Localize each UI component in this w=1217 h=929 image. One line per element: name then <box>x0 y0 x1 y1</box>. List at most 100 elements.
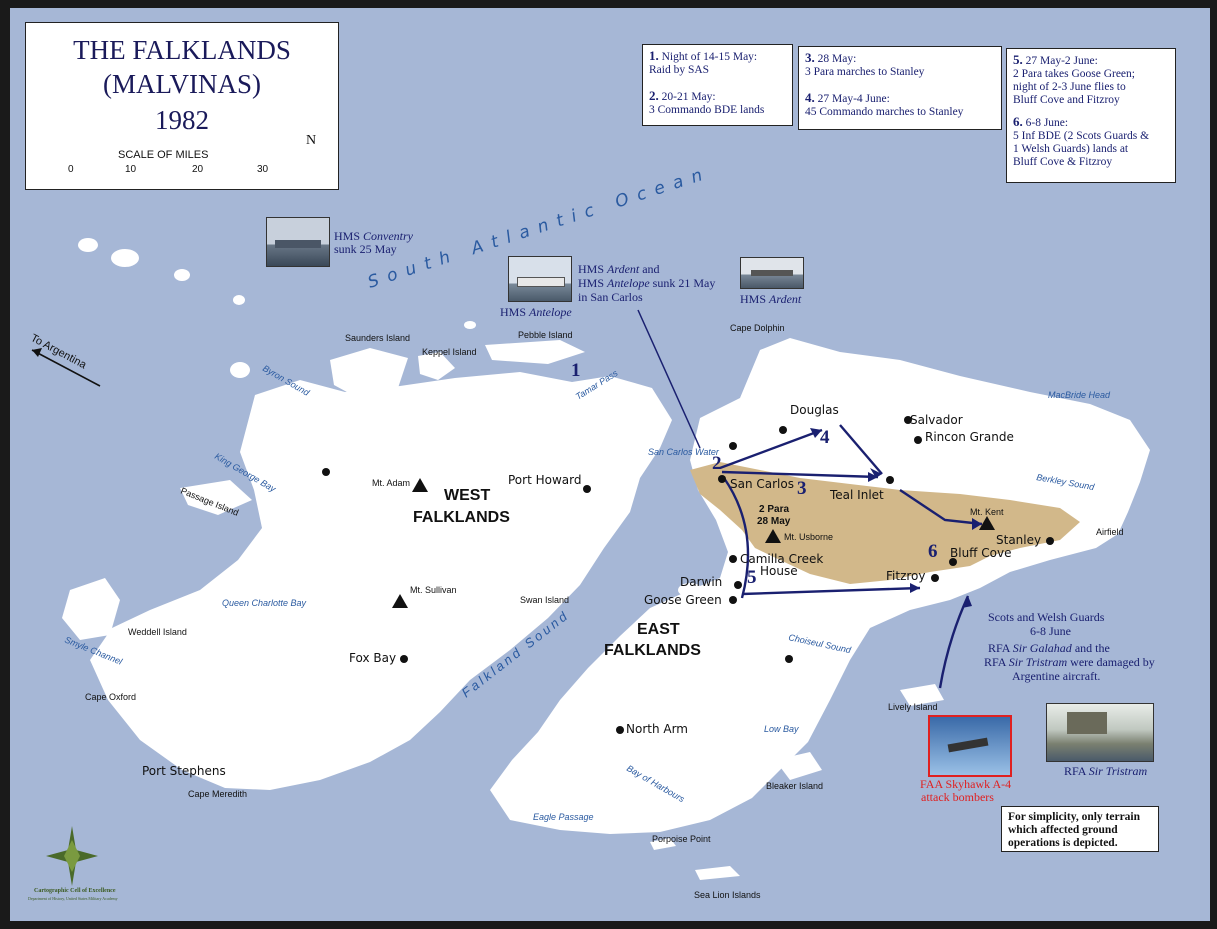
legend-box-a: 1. Night of 14-15 May: Raid by SAS 2. 20… <box>642 44 793 126</box>
arrowheads <box>32 348 982 608</box>
place-goose-green: Goose Green <box>644 593 722 607</box>
route-3-to-kent <box>899 489 983 526</box>
place-house: House <box>760 564 798 578</box>
photo-hms-ardent <box>740 257 804 289</box>
scale-tick-30: 30 <box>257 164 269 175</box>
place-san-carlos: San Carlos <box>730 477 794 491</box>
skyhawk-caption-1: FAA Skyhawk A-4 <box>920 777 1011 791</box>
route-num-6: 6 <box>928 541 938 562</box>
place-cape-meredith: Cape Meredith <box>188 789 247 799</box>
caption-ardent-antelope-3: in San Carlos <box>578 290 643 304</box>
legend-6: 6. 6-8 June: 5 Inf BDE (2 Scots Guards &… <box>1013 114 1150 168</box>
place-port-stephens: Port Stephens <box>142 764 226 778</box>
route-num-3: 3 <box>797 478 807 499</box>
north-label: N <box>306 133 317 148</box>
mt-usborne: Mt. Usborne <box>784 532 833 542</box>
place-saunders: Saunders Island <box>345 333 410 343</box>
route-num-4: 4 <box>820 427 830 448</box>
route-num-1: 1 <box>571 360 581 381</box>
place-stanley: Stanley <box>996 533 1041 547</box>
legend-5: 5. 27 May-2 June: 2 Para takes Goose Gre… <box>1013 52 1135 106</box>
mt-adam: Mt. Adam <box>372 478 410 488</box>
place-cape-oxford: Cape Oxford <box>85 692 136 702</box>
note-box: For simplicity, only terrain which affec… <box>1001 806 1159 852</box>
place-weddell: Weddell Island <box>128 627 187 637</box>
legend-3: 3. 28 May: 3 Para marches to Stanley <box>805 50 925 78</box>
place-port-howard: Port Howard <box>508 473 581 487</box>
guards-text-3: RFA Sir Galahad and the <box>988 641 1110 655</box>
place-pebble: Pebble Island <box>518 330 573 340</box>
route-num-5: 5 <box>747 567 757 588</box>
place-swan: Swan Island <box>520 595 569 605</box>
east-label-2: FALKLANDS <box>604 642 701 659</box>
caption-coventry: HMS Conventry <box>334 229 414 243</box>
water-eagle-passage: Eagle Passage <box>533 812 594 822</box>
skyhawk-caption-2: attack bombers <box>921 790 994 804</box>
place-keppel: Keppel Island <box>422 347 477 357</box>
mountain-markers <box>392 478 995 608</box>
mt-sullivan: Mt. Sullivan <box>410 585 457 595</box>
arrow-argentina <box>31 349 101 387</box>
settlement-dots <box>322 416 1054 734</box>
guards-text-2: 6-8 June <box>1030 624 1071 638</box>
place-airfield: Airfield <box>1096 527 1124 537</box>
para-label-1: 2 Para <box>759 504 789 515</box>
place-bleaker: Bleaker Island <box>766 781 823 791</box>
water-macbride: MacBride Head <box>1048 390 1111 400</box>
west-label-2: FALKLANDS <box>413 509 510 526</box>
place-bluff-cove: Bluff Cove <box>950 546 1011 560</box>
mt-kent: Mt. Kent <box>970 507 1004 517</box>
place-douglas: Douglas <box>790 403 839 417</box>
place-cape-dolphin: Cape Dolphin <box>730 323 785 333</box>
place-teal-inlet: Teal Inlet <box>829 488 884 502</box>
pointer-ardent <box>637 309 701 449</box>
place-salvador: Salvador <box>910 413 963 427</box>
guards-text-5: Argentine aircraft. <box>1012 669 1100 683</box>
title-line2: (MALVINAS) <box>102 69 261 99</box>
west-falkland <box>90 372 672 790</box>
legend-4: 4. 27 May-4 June: 45 Commando marches to… <box>805 90 964 118</box>
legend-box-c: 5. 27 May-2 June: 2 Para takes Goose Gre… <box>1006 48 1176 183</box>
caption-tristram: RFA Sir Tristram <box>1064 764 1147 778</box>
photo-rfa-tristram <box>1046 703 1154 762</box>
photo-hms-antelope <box>508 256 572 302</box>
photo-hms-coventry <box>266 217 330 267</box>
route-2-to-4 <box>719 428 823 470</box>
route-3 <box>721 470 879 479</box>
place-porpoise: Porpoise Point <box>652 834 711 844</box>
place-sea-lion: Sea Lion Islands <box>694 890 761 900</box>
legend-1: 1. Night of 14-15 May: Raid by SAS <box>649 48 758 76</box>
caption-antelope: HMS Antelope <box>500 305 572 319</box>
route-5 <box>723 477 750 599</box>
place-fox-bay: Fox Bay <box>349 651 396 665</box>
para-label-2: 28 May <box>757 516 791 527</box>
water-san-carlos: San Carlos Water <box>648 447 720 457</box>
route-num-2: 2 <box>712 453 722 474</box>
emblem: Cartographic Cell of Excellence Departme… <box>28 826 118 902</box>
water-low-bay: Low Bay <box>764 724 799 734</box>
route-4 <box>839 424 883 475</box>
legend-box-b: 3. 28 May: 3 Para marches to Stanley 4. … <box>798 46 1002 130</box>
place-rincon-grande: Rincon Grande <box>925 430 1014 444</box>
title-box: THE FALKLANDS (MALVINAS) 1982 SCALE OF M… <box>25 22 339 190</box>
place-camilla-creek: Camilla Creek <box>740 552 823 566</box>
guards-text-4: RFA Sir Tristram were damaged by <box>984 655 1155 669</box>
title-line1: THE FALKLANDS <box>73 35 291 65</box>
place-darwin: Darwin <box>680 575 722 589</box>
place-north-arm: North Arm <box>626 722 688 736</box>
guards-text-1: Scots and Welsh Guards <box>988 610 1105 624</box>
place-lively: Lively Island <box>888 702 938 712</box>
emblem-line1: Cartographic Cell of Excellence <box>34 888 116 894</box>
scale-label: SCALE OF MILES <box>118 149 209 161</box>
east-falkland <box>490 338 1150 834</box>
east-label-1: EAST <box>637 621 680 638</box>
west-label-1: WEST <box>444 487 490 504</box>
route-5-to-fitzroy <box>741 586 921 596</box>
caption-coventry-2: sunk 25 May <box>334 242 397 256</box>
caption-ardent: HMS Ardent <box>740 292 802 306</box>
emblem-line2: Department of History, United States Mil… <box>28 896 118 902</box>
legend-2: 2. 20-21 May: 3 Commando BDE lands <box>649 88 765 116</box>
caption-ardent-antelope-2: HMS Antelope sunk 21 May <box>578 276 715 290</box>
title-year: 1982 <box>155 105 209 135</box>
caption-ardent-antelope-1: HMS Ardent and <box>578 262 660 276</box>
